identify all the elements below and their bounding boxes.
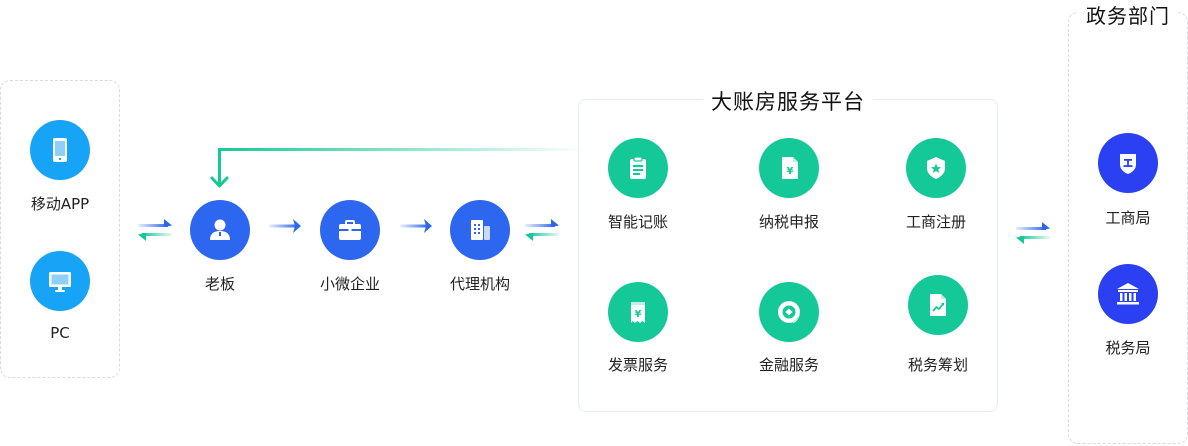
tax-document-icon: ¥ [759,138,819,198]
flow-label-boss: 老板 [204,275,236,293]
arrow-right-icon [267,216,303,236]
svg-text:¥: ¥ [635,309,642,320]
client-label-pc: PC [50,324,70,342]
government-panel [1068,12,1188,444]
user-icon [190,200,250,260]
chart-document-icon [908,275,968,335]
platform-title: 大账房服务平台 [703,86,873,116]
service-label-finance: 金融服务 [758,356,820,374]
svg-text:¥: ¥ [787,166,794,177]
mobile-phone-icon [30,120,90,180]
arrow-right-icon [398,216,434,236]
gov-label-business-bureau: 工商局 [1105,209,1151,227]
badge-icon [1098,133,1158,193]
service-label-invoice: 发票服务 [607,356,669,374]
flow-label-agency: 代理机构 [449,275,511,293]
feedback-connector-arrow [208,144,588,196]
building-icon [450,200,510,260]
clipboard-icon [608,138,668,198]
client-label-mobile: 移动APP [30,195,90,213]
bidirectional-arrow-icon [523,215,561,245]
bidirectional-arrow-icon [1014,218,1052,248]
invoice-icon: ¥ [608,282,668,342]
gov-label-tax-bureau: 税务局 [1105,339,1151,357]
flow-label-small-business: 小微企业 [319,275,381,293]
coin-icon [759,282,819,342]
briefcase-icon [320,200,380,260]
service-label-tax-planning: 税务筹划 [907,356,969,374]
client-panel [0,80,120,378]
government-title: 政务部门 [1078,0,1178,29]
service-label-tax-filing: 纳税申报 [758,213,820,231]
shield-star-icon [906,138,966,198]
desktop-monitor-icon [30,251,90,311]
service-label-bookkeeping: 智能记账 [607,213,669,231]
service-label-business-registration: 工商注册 [905,213,967,231]
bank-icon [1098,264,1158,324]
bidirectional-arrow-icon [136,215,174,245]
